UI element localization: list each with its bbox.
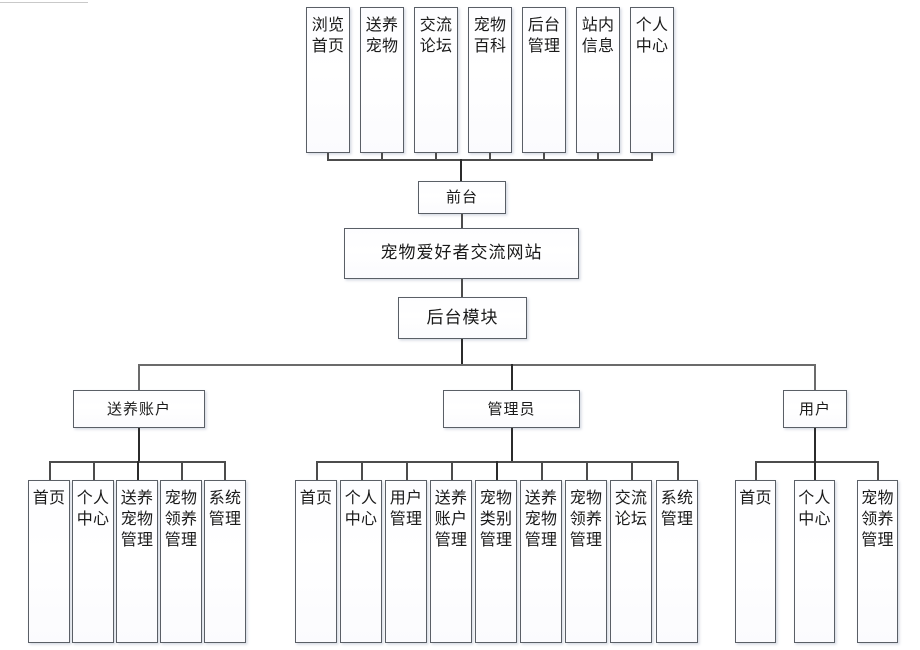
front-child-box-2[interactable]: 送养宠物 xyxy=(360,7,404,153)
connector-group1-stub-1 xyxy=(49,461,51,480)
connector-backend-down xyxy=(461,339,463,365)
frontend-label: 前台 xyxy=(445,188,478,207)
connector-front-stub-1 xyxy=(327,153,329,160)
group1-leaf-box-5[interactable]: 系统管理 xyxy=(204,480,246,643)
group1-leaf-label-2: 个人中心 xyxy=(76,488,110,528)
connector-group1-stub-5 xyxy=(224,461,226,480)
connector-group2-stub-9 xyxy=(677,461,679,480)
connector-front-stub-4 xyxy=(489,153,491,160)
connector-role-stub-3 xyxy=(814,364,816,390)
group2-leaf-label-9: 系统管理 xyxy=(660,488,694,528)
backend-module-box[interactable]: 后台模块 xyxy=(398,297,527,339)
front-child-label-5: 后台管理 xyxy=(527,15,561,55)
group2-leaf-box-7[interactable]: 宠物领养管理 xyxy=(565,480,607,643)
connector-role3-down xyxy=(814,428,816,461)
connector-group2-stub-1 xyxy=(316,461,318,480)
connector-front-stub-3 xyxy=(435,153,437,160)
group2-leaf-box-2[interactable]: 个人中心 xyxy=(340,480,382,643)
connector-group2-stub-7 xyxy=(586,461,588,480)
connector-front-stub-7 xyxy=(651,153,653,160)
group2-leaf-box-9[interactable]: 系统管理 xyxy=(656,480,698,643)
role-label-3: 用户 xyxy=(798,399,831,418)
connector-front-stub-5 xyxy=(543,153,545,160)
group2-leaf-box-5[interactable]: 宠物类别管理 xyxy=(475,480,517,643)
connector-group3-stub-3 xyxy=(877,461,879,480)
group1-leaf-label-1: 首页 xyxy=(32,488,66,507)
group2-leaf-box-1[interactable]: 首页 xyxy=(295,480,337,643)
connector-group2-stub-3 xyxy=(406,461,408,480)
front-child-label-1: 浏览首页 xyxy=(311,15,345,55)
group2-leaf-box-6[interactable]: 送养宠物管理 xyxy=(520,480,562,643)
frontend-box[interactable]: 前台 xyxy=(418,181,506,214)
front-child-label-6: 站内信息 xyxy=(581,15,615,55)
connector-group3-stub-2 xyxy=(814,461,816,480)
group1-leaf-box-2[interactable]: 个人中心 xyxy=(72,480,114,643)
group2-leaf-label-3: 用户管理 xyxy=(389,488,423,528)
group3-leaf-label-3: 宠物领养管理 xyxy=(861,488,894,549)
group1-leaf-box-4[interactable]: 宠物领养管理 xyxy=(160,480,202,643)
connector-roles-bus xyxy=(138,364,815,366)
group3-leaf-label-2: 个人中心 xyxy=(798,488,831,528)
group3-leaf-label-1: 首页 xyxy=(739,488,772,507)
root-label: 宠物爱好者交流网站 xyxy=(380,243,543,264)
group2-leaf-label-5: 宠物类别管理 xyxy=(479,488,513,549)
group1-leaf-label-5: 系统管理 xyxy=(208,488,242,528)
connector-front-bus xyxy=(327,159,653,161)
group2-leaf-label-8: 交流论坛 xyxy=(614,488,648,528)
role-box-1[interactable]: 送养账户 xyxy=(73,390,205,428)
group2-leaf-label-1: 首页 xyxy=(299,488,333,507)
front-child-label-7: 个人中心 xyxy=(635,15,669,55)
role-label-2: 管理员 xyxy=(487,399,536,418)
connector-group2-stub-5 xyxy=(496,461,498,480)
group2-leaf-label-4: 送养账户管理 xyxy=(434,488,468,549)
front-child-box-5[interactable]: 后台管理 xyxy=(522,7,566,153)
connector-group2-stub-2 xyxy=(361,461,363,480)
role-label-1: 送养账户 xyxy=(106,399,171,418)
connector-role2-down xyxy=(511,428,513,461)
group2-leaf-label-2: 个人中心 xyxy=(344,488,378,528)
group2-leaf-label-7: 宠物领养管理 xyxy=(569,488,603,549)
front-child-box-1[interactable]: 浏览首页 xyxy=(306,7,350,153)
connector-group2-stub-8 xyxy=(631,461,633,480)
front-child-box-6[interactable]: 站内信息 xyxy=(576,7,620,153)
group2-leaf-label-6: 送养宠物管理 xyxy=(524,488,558,549)
connector-group2-stub-6 xyxy=(541,461,543,480)
root-box[interactable]: 宠物爱好者交流网站 xyxy=(344,228,579,279)
connector-front-stub-6 xyxy=(597,153,599,160)
connector-group1-stub-3 xyxy=(137,461,139,480)
front-child-label-3: 交流论坛 xyxy=(419,15,453,55)
front-child-label-4: 宠物百科 xyxy=(473,15,507,55)
front-child-box-3[interactable]: 交流论坛 xyxy=(414,7,458,153)
connector-root-to-backend xyxy=(461,279,463,297)
group1-leaf-label-3: 送养宠物管理 xyxy=(120,488,154,549)
connector-front-bus-to-frontend xyxy=(460,159,462,181)
backend-module-label: 后台模块 xyxy=(426,307,499,328)
group1-leaf-box-1[interactable]: 首页 xyxy=(28,480,70,643)
group1-leaf-label-4: 宠物领养管理 xyxy=(164,488,198,549)
top-rule xyxy=(0,2,88,3)
role-box-2[interactable]: 管理员 xyxy=(443,390,580,428)
group1-leaf-box-3[interactable]: 送养宠物管理 xyxy=(116,480,158,643)
group3-leaf-box-3[interactable]: 宠物领养管理 xyxy=(857,480,898,643)
group3-leaf-box-1[interactable]: 首页 xyxy=(735,480,776,643)
front-child-box-4[interactable]: 宠物百科 xyxy=(468,7,512,153)
front-child-box-7[interactable]: 个人中心 xyxy=(630,7,674,153)
connector-frontend-to-root xyxy=(461,214,463,228)
connector-role-stub-1 xyxy=(138,364,140,390)
role-box-3[interactable]: 用户 xyxy=(783,390,847,428)
front-child-label-2: 送养宠物 xyxy=(365,15,399,55)
connector-group1-stub-4 xyxy=(181,461,183,480)
group3-leaf-box-2[interactable]: 个人中心 xyxy=(794,480,835,643)
connector-role1-down xyxy=(138,428,140,461)
connector-group2-stub-4 xyxy=(451,461,453,480)
connector-role-stub-2 xyxy=(511,364,513,390)
group2-leaf-box-4[interactable]: 送养账户管理 xyxy=(430,480,472,643)
connector-group1-stub-2 xyxy=(93,461,95,480)
connector-group3-stub-1 xyxy=(755,461,757,480)
group2-leaf-box-8[interactable]: 交流论坛 xyxy=(610,480,652,643)
connector-group3-bus xyxy=(755,461,878,463)
group2-leaf-box-3[interactable]: 用户管理 xyxy=(385,480,427,643)
connector-front-stub-2 xyxy=(381,153,383,160)
